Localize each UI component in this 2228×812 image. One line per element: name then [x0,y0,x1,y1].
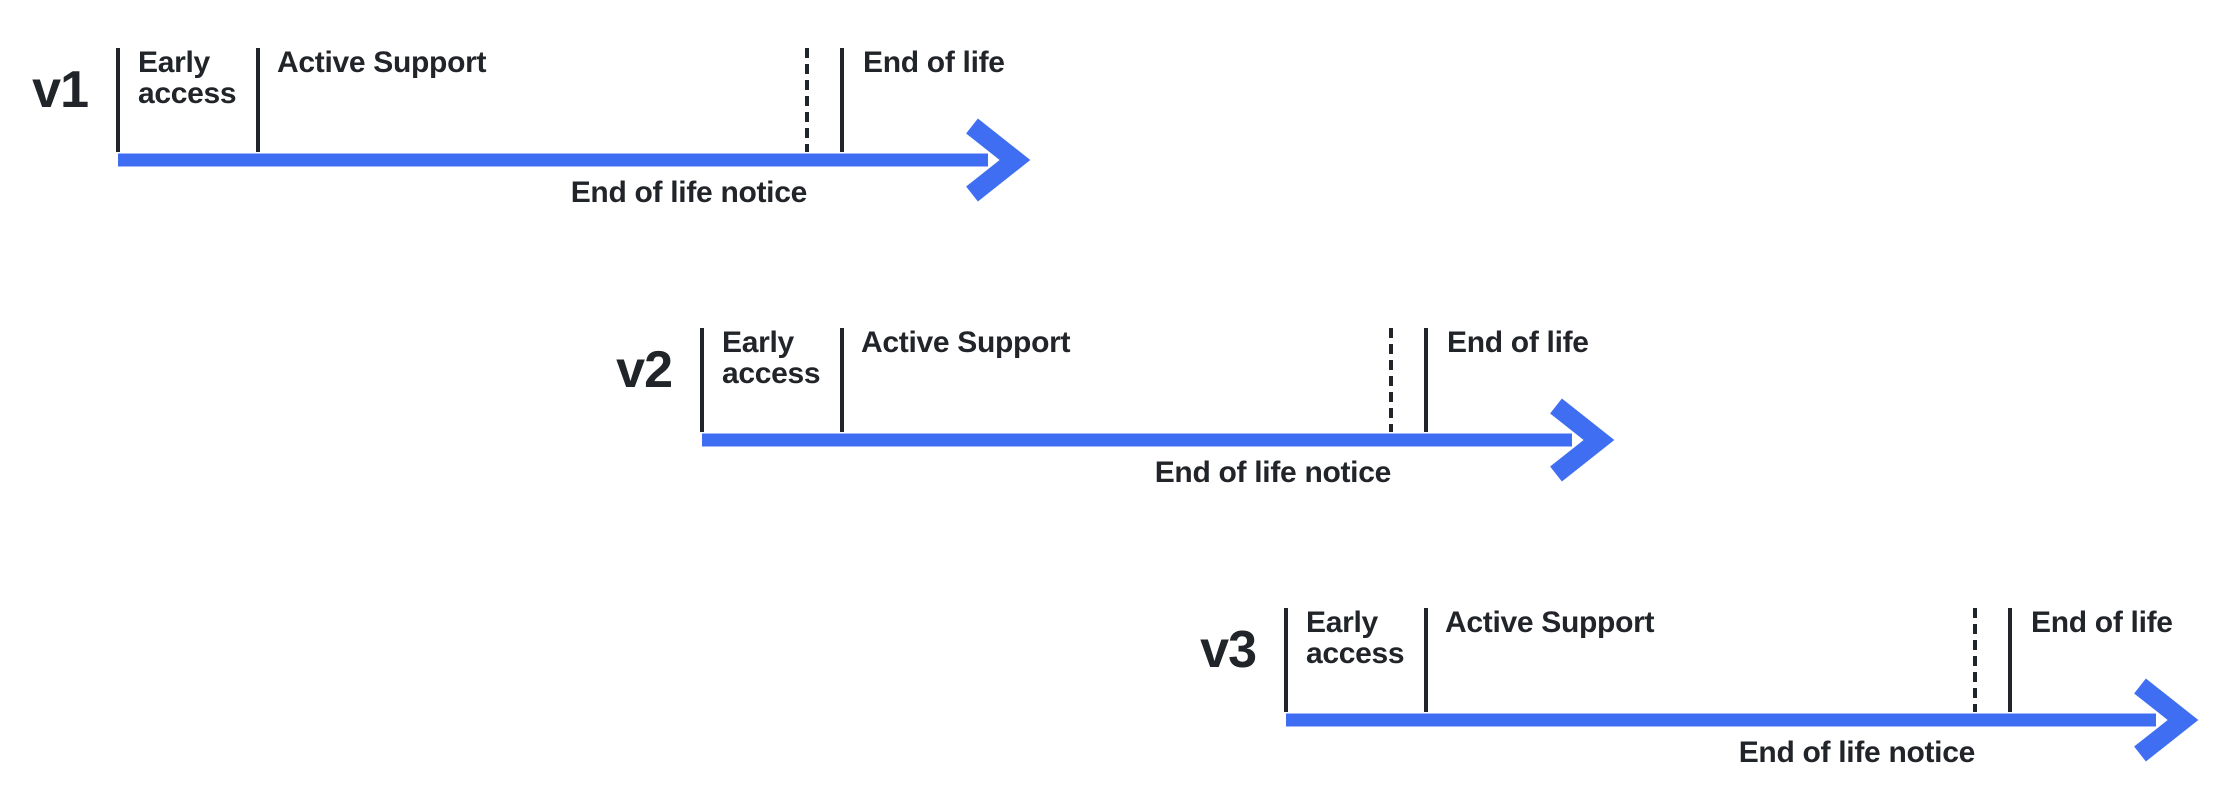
end-of-life-tick [1424,328,1428,432]
version-label: v2 [616,341,673,399]
end-of-life-label: End of life [2031,606,2173,639]
active-support-start-tick [256,48,260,152]
end-of-life-notice-label: End of life notice [570,176,808,209]
timeline-v2: v2 Early access Active Support End of li… [0,280,2228,560]
early-access-start-tick [700,328,704,432]
early-access-label: Early access [1306,606,1405,670]
arrow-right-icon [118,118,1031,202]
active-support-label: Active Support [861,326,1071,359]
eol-notice-dashed-tick [1973,608,1977,712]
version-label: v1 [32,61,89,119]
end-of-life-label: End of life [1447,326,1589,359]
active-support-label: Active Support [1445,606,1655,639]
end-of-life-label: End of life [863,46,1005,79]
arrow-right-icon [1286,678,2199,762]
early-access-start-tick [1284,608,1288,712]
early-access-label: Early access [138,46,237,110]
active-support-start-tick [1424,608,1428,712]
early-access-start-tick [116,48,120,152]
end-of-life-tick [2008,608,2012,712]
arrow-right-icon [702,398,1615,482]
eol-notice-dashed-tick [1389,328,1393,432]
timeline-v3: v3 Early access Active Support End of li… [0,560,2228,812]
early-access-label: Early access [722,326,821,390]
end-of-life-notice-label: End of life notice [1738,736,1976,769]
active-support-label: Active Support [277,46,487,79]
end-of-life-tick [840,48,844,152]
eol-notice-dashed-tick [805,48,809,152]
timeline-v1: v1 Early access Active Support End of li… [0,0,2228,280]
version-label: v3 [1200,621,1257,679]
end-of-life-notice-label: End of life notice [1154,456,1392,489]
active-support-start-tick [840,328,844,432]
